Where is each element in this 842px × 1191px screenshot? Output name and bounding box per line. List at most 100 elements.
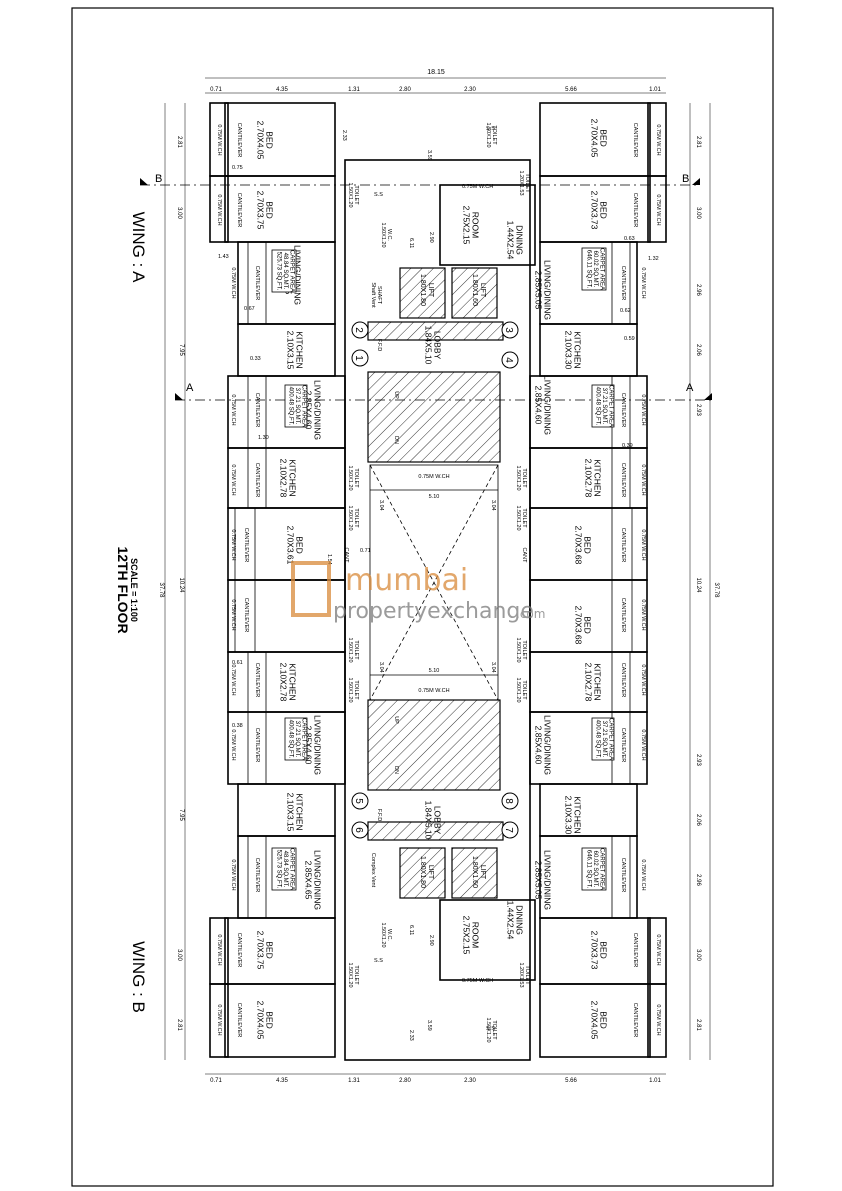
- svg-text:4.35: 4.35: [276, 87, 288, 93]
- svg-text:CANTILEVER: CANTILEVER: [620, 528, 626, 563]
- svg-text:1: 1: [353, 355, 364, 361]
- svg-text:CANTILEVER: CANTILEVER: [236, 193, 242, 228]
- svg-text:F.F.D: F.F.D: [376, 809, 382, 822]
- bed-rb1-label: BED2.70X3.68: [573, 606, 592, 645]
- svg-text:0.75M W.CH: 0.75M W.CH: [216, 1004, 222, 1035]
- svg-text:10.24: 10.24: [695, 577, 701, 593]
- flat-2-marker: 2: [351, 321, 369, 339]
- living-rb1-label: LIVING/DINING2.85X4.60: [533, 715, 552, 775]
- carpet-area-boxes: CARPET AREA48.84 SQ.MT.525.73 SQ.FT. CAR…: [271, 247, 615, 891]
- svg-text:2.80: 2.80: [399, 87, 411, 93]
- svg-text:UP: UP: [393, 716, 399, 724]
- section-b-marker: B B: [140, 173, 700, 186]
- svg-text:37.78: 37.78: [713, 582, 719, 598]
- svg-text:B: B: [155, 173, 162, 185]
- svg-text:TOILET1.50X1.20: TOILET1.50X1.20: [515, 505, 527, 530]
- svg-text:0.75M W.CH: 0.75M W.CH: [655, 1004, 661, 1035]
- core-hatch: [367, 267, 504, 899]
- svg-text:CANTILEVER: CANTILEVER: [632, 123, 638, 158]
- svg-text:CANTILEVER: CANTILEVER: [243, 528, 249, 563]
- svg-text:CARPET AREA37.21 SQ.MT.400.48: CARPET AREA37.21 SQ.MT.400.48 SQ.FT.: [287, 718, 306, 760]
- watermark-line2: propertyexchange: [333, 599, 534, 624]
- bottom-dimension-chain: 0.71 4.35 1.31 2.80 2.30 5.66 1.01: [205, 1073, 666, 1084]
- svg-text:CANTILEVER: CANTILEVER: [236, 933, 242, 968]
- flat-4-marker: 4: [501, 351, 519, 369]
- svg-text:6.11: 6.11: [408, 238, 414, 248]
- svg-text:SHAFT: SHAFT: [376, 286, 382, 305]
- svg-text:3.00: 3.00: [695, 949, 701, 961]
- lift-a2-label: LIFT1.80X1.60: [471, 274, 486, 306]
- svg-text:7.95: 7.95: [178, 344, 184, 356]
- svg-text:1.01: 1.01: [649, 87, 661, 93]
- svg-text:Complex Vent: Complex Vent: [370, 853, 376, 888]
- svg-text:S.S: S.S: [374, 192, 383, 198]
- svg-text:0.71: 0.71: [210, 87, 222, 93]
- building-walls: [209, 102, 667, 1061]
- svg-text:CARPET AREA37.21 SQ.MT.400.48: CARPET AREA37.21 SQ.MT.400.48 SQ.FT.: [287, 385, 306, 427]
- svg-text:F.F.D: F.F.D: [376, 339, 382, 352]
- svg-text:0.75M W.CH: 0.75M W.CH: [230, 464, 236, 495]
- svg-text:CANTILEVER: CANTILEVER: [254, 463, 260, 498]
- svg-text:CANTILEVER: CANTILEVER: [620, 463, 626, 498]
- svg-text:CARPET AREA60.02 SQ.MT.646.11: CARPET AREA60.02 SQ.MT.646.11 SQ.FT.: [585, 248, 604, 290]
- svg-text:2.81: 2.81: [176, 1019, 182, 1031]
- svg-text:0.75M W.CH: 0.75M W.CH: [230, 599, 236, 630]
- watermark-logo-mark: [291, 561, 331, 617]
- cantilever-strips: [234, 241, 633, 919]
- svg-text:0.75M W.CH: 0.75M W.CH: [216, 194, 222, 225]
- flat-3-marker: 3: [501, 321, 519, 339]
- svg-text:5.10: 5.10: [429, 668, 440, 674]
- svg-text:B: B: [682, 173, 689, 185]
- svg-text:CANT: CANT: [521, 548, 527, 564]
- svg-text:0.71: 0.71: [210, 1078, 222, 1084]
- svg-text:3.04: 3.04: [378, 500, 384, 511]
- svg-text:7: 7: [503, 827, 514, 833]
- svg-text:0.39: 0.39: [622, 443, 633, 449]
- bed-a2-label: BED2.70X3.75: [255, 191, 274, 230]
- svg-text:2.90: 2.90: [428, 232, 434, 243]
- svg-text:10.24: 10.24: [178, 577, 184, 593]
- svg-text:0.75M W.CH: 0.75M W.CH: [655, 124, 661, 155]
- svg-text:TOILET1.50X1.20: TOILET1.50X1.20: [347, 637, 359, 662]
- lobby-b-label: LOBBY1.84X5.10: [423, 801, 442, 840]
- kitchen-ra2-label: KITCHEN2.10X2.78: [583, 459, 602, 498]
- svg-text:3.04: 3.04: [490, 662, 496, 673]
- svg-text:CANTILEVER: CANTILEVER: [236, 123, 242, 158]
- svg-text:A: A: [186, 382, 194, 394]
- svg-text:0.62: 0.62: [620, 308, 631, 314]
- svg-text:5: 5: [353, 798, 364, 804]
- kitchen-rb1-label: KITCHEN2.10X2.78: [583, 663, 602, 702]
- bed-rb2-label: BED2.70X3.73: [589, 931, 608, 970]
- svg-text:18.15: 18.15: [427, 69, 445, 76]
- svg-text:TOILET1.50X1.20: TOILET1.50X1.20: [347, 962, 359, 987]
- living-b2-label: LIVING/DINING2.85X4.65: [303, 850, 322, 910]
- svg-text:2.96: 2.96: [695, 874, 701, 886]
- right-dimension-chain: 37.78 2.81 3.00 2.96 2.06 2.93 10.24 2.9…: [689, 103, 719, 1060]
- svg-text:DN: DN: [393, 436, 399, 444]
- svg-text:S.S: S.S: [486, 126, 495, 132]
- svg-text:1.31: 1.31: [348, 1078, 360, 1084]
- svg-text:2.33: 2.33: [408, 1030, 414, 1041]
- svg-text:0.33: 0.33: [250, 356, 261, 362]
- svg-text:W.C.1.50X1.20: W.C.1.50X1.20: [380, 922, 392, 947]
- svg-text:6: 6: [353, 827, 364, 833]
- svg-text:0.75M W.CH: 0.75M W.CH: [640, 529, 646, 560]
- room-b-label: ROOM2.75X2.15: [461, 916, 480, 955]
- misc-dimension-labels: 1.43 0.75 0.67 0.33 0.38 1.30 0.39 0.62 …: [218, 130, 659, 1041]
- svg-text:2.96: 2.96: [695, 284, 701, 296]
- svg-text:3: 3: [503, 327, 514, 333]
- svg-text:3.59: 3.59: [426, 1020, 432, 1031]
- svg-text:2.81: 2.81: [695, 1019, 701, 1031]
- svg-text:CARPET AREA48.84 SQ.MT.525.73: CARPET AREA48.84 SQ.MT.525.73 SQ.FT.: [275, 250, 294, 292]
- bed-a1-label: BED2.70X4.05: [255, 121, 274, 160]
- svg-text:TOILET1.20X1.53: TOILET1.20X1.53: [518, 170, 530, 195]
- svg-text:1.32: 1.32: [648, 256, 659, 262]
- svg-text:0.75M W.CH: 0.75M W.CH: [418, 474, 449, 480]
- flat-1-marker: 1: [351, 349, 369, 367]
- svg-text:CANTILEVER: CANTILEVER: [632, 193, 638, 228]
- living-ra1-label: LIVING/DINING2.85X5.05: [533, 260, 552, 320]
- svg-text:5.66: 5.66: [565, 1078, 577, 1084]
- svg-text:2.06: 2.06: [695, 814, 701, 826]
- kitchen-a2-label: KITCHEN2.10X2.78: [278, 459, 297, 498]
